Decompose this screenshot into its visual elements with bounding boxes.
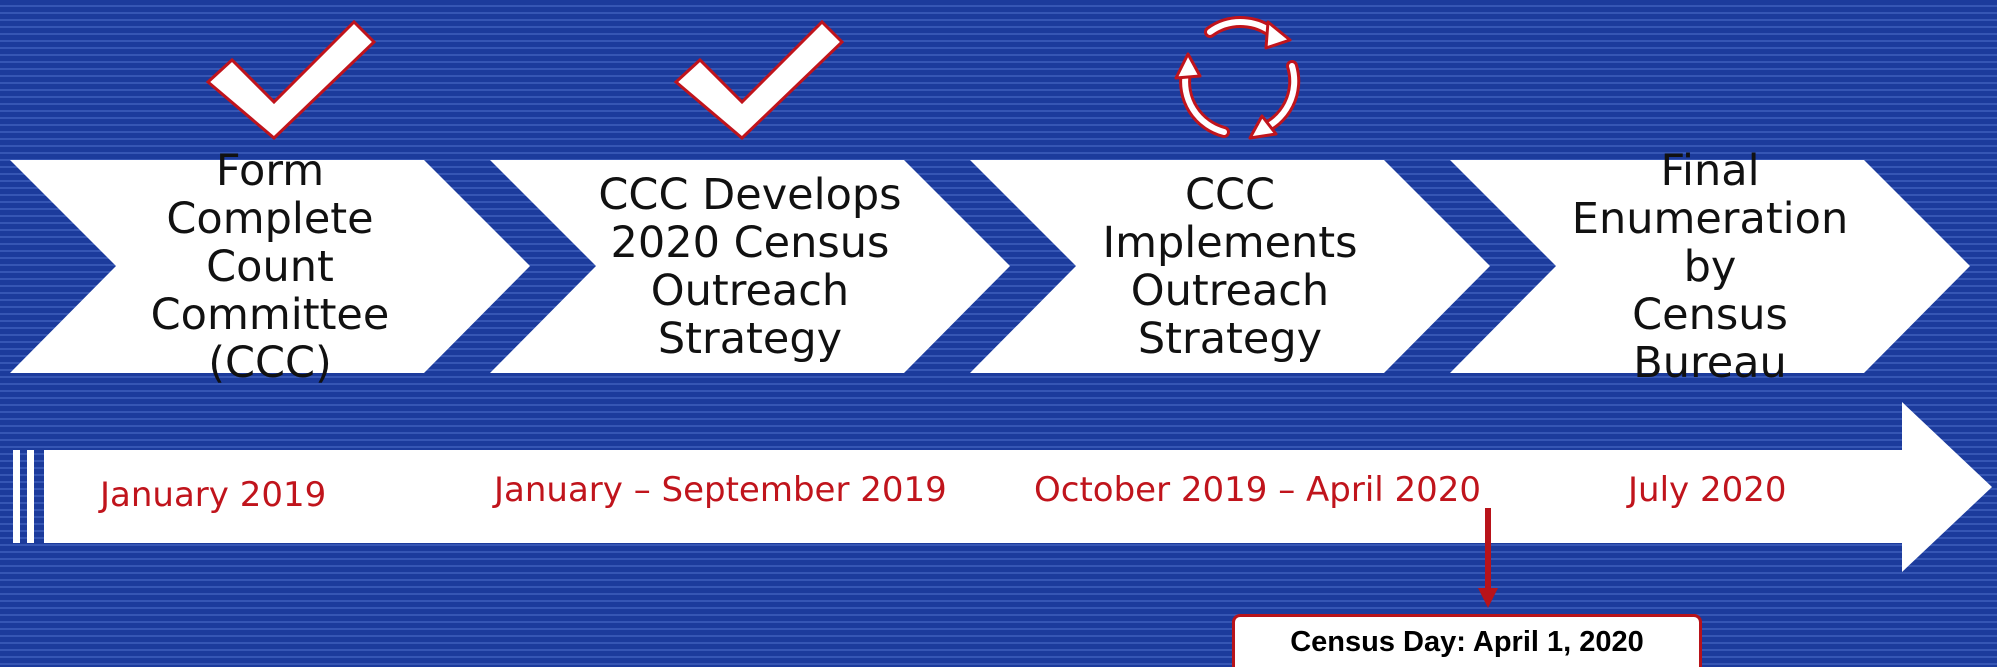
cycle-icon bbox=[1168, 14, 1308, 147]
process-step-1: Form Complete Count Committee (CCC) bbox=[10, 145, 530, 388]
timeline-arrow bbox=[0, 402, 1997, 572]
census-day-label: Census Day: April 1, 2020 bbox=[1232, 614, 1702, 667]
process-step-4: Final Enumeration by Census Bureau bbox=[1450, 145, 1970, 388]
census-day-pointer bbox=[1478, 508, 1498, 613]
process-step-3: CCC Implements Outreach Strategy bbox=[970, 160, 1490, 373]
step-label: CCC Implements Outreach Strategy bbox=[1102, 169, 1358, 364]
timeline-date-3: October 2019 – April 2020 bbox=[1034, 470, 1482, 510]
step-label: Final Enumeration by Census Bureau bbox=[1571, 145, 1849, 388]
checkmark-icon bbox=[200, 10, 380, 145]
timeline-date-1: January 2019 bbox=[100, 475, 327, 515]
timeline-date-4: July 2020 bbox=[1628, 470, 1787, 510]
timeline-date-2: January – September 2019 bbox=[494, 470, 947, 510]
step-label: Form Complete Count Committee (CCC) bbox=[150, 145, 390, 388]
process-step-2: CCC Develops 2020 Census Outreach Strate… bbox=[490, 160, 1010, 373]
step-label: CCC Develops 2020 Census Outreach Strate… bbox=[598, 169, 902, 364]
checkmark-icon bbox=[668, 10, 848, 145]
